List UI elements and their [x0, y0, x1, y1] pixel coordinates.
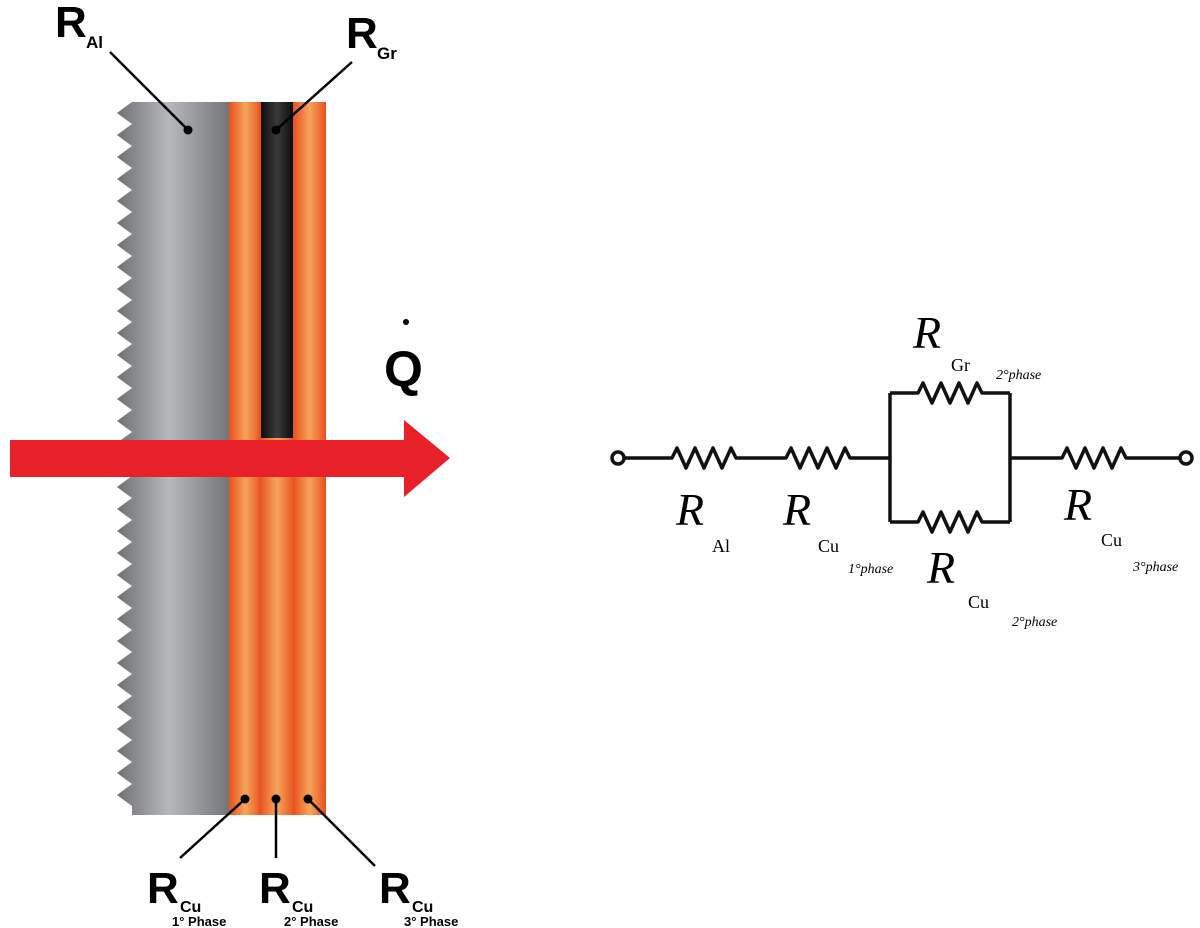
svg-text:1°phase: 1°phase [848, 562, 893, 577]
circuit-label-r-gr: R Gr 2°phase [912, 307, 1041, 383]
svg-text:3°phase: 3°phase [1132, 560, 1178, 575]
svg-text:R: R [675, 484, 704, 535]
svg-text:2° Phase: 2° Phase [284, 914, 338, 928]
circuit-label-r-al: R Al [675, 484, 730, 556]
svg-text:R: R [147, 864, 179, 913]
svg-text:Cu: Cu [180, 899, 201, 916]
circuit-label-r-cu1: R Cu 1°phase [782, 484, 893, 577]
svg-text:Gr: Gr [951, 355, 970, 375]
svg-text:1° Phase: 1° Phase [172, 914, 226, 928]
svg-text:R: R [1063, 479, 1092, 530]
r-cu2-dot [271, 794, 281, 804]
resistance-circuit [610, 381, 1194, 534]
right-terminal [1178, 450, 1194, 466]
r-cu3-dot [303, 794, 313, 804]
svg-text:Cu: Cu [412, 899, 433, 916]
svg-text:2°phase: 2°phase [996, 368, 1041, 383]
r-gr-dot [271, 125, 281, 135]
label-r-cu-3: R Cu 3° Phase [379, 864, 458, 928]
leader-lines [109, 51, 376, 867]
svg-text:Gr: Gr [377, 44, 397, 63]
graphite-layer [261, 102, 293, 438]
circuit-labels: R Al R Cu 1°phase R Gr 2°phase R Cu 2°ph… [675, 307, 1178, 630]
svg-text:R: R [346, 9, 378, 58]
svg-text:R: R [912, 307, 941, 358]
heat-flow-dot [403, 319, 409, 325]
svg-text:Cu: Cu [818, 536, 839, 556]
svg-text:R: R [926, 542, 955, 593]
label-r-cu-1: R Cu 1° Phase [147, 864, 226, 928]
svg-text:R: R [55, 0, 87, 47]
r-al-dot [183, 125, 193, 135]
output-wire [1010, 446, 1180, 470]
cross-section: Q R Al R Gr R Cu 1° Phase [10, 0, 458, 928]
heat-flow-label: Q [384, 341, 423, 397]
svg-text:R: R [782, 484, 811, 535]
svg-text:Al: Al [86, 33, 103, 52]
parallel-branch [888, 381, 1012, 534]
label-r-gr: R Gr [346, 9, 397, 63]
svg-text:Cu: Cu [968, 592, 989, 612]
left-terminal [610, 450, 626, 466]
circuit-label-r-cu3: R Cu 3°phase [1063, 479, 1178, 575]
svg-text:Cu: Cu [1101, 530, 1122, 550]
svg-text:Al: Al [712, 536, 730, 556]
svg-text:Cu: Cu [292, 899, 313, 916]
r-cu1-dot [240, 794, 250, 804]
svg-text:R: R [379, 864, 411, 913]
svg-text:3° Phase: 3° Phase [404, 914, 458, 928]
circuit-label-r-cu2: R Cu 2°phase [926, 542, 1057, 630]
label-r-cu-2: R Cu 2° Phase [259, 864, 338, 928]
heat-flow-arrow [10, 420, 450, 497]
main-wire [624, 446, 890, 470]
svg-text:R: R [259, 864, 291, 913]
label-r-al: R Al [55, 0, 103, 52]
svg-text:2°phase: 2°phase [1012, 615, 1057, 630]
